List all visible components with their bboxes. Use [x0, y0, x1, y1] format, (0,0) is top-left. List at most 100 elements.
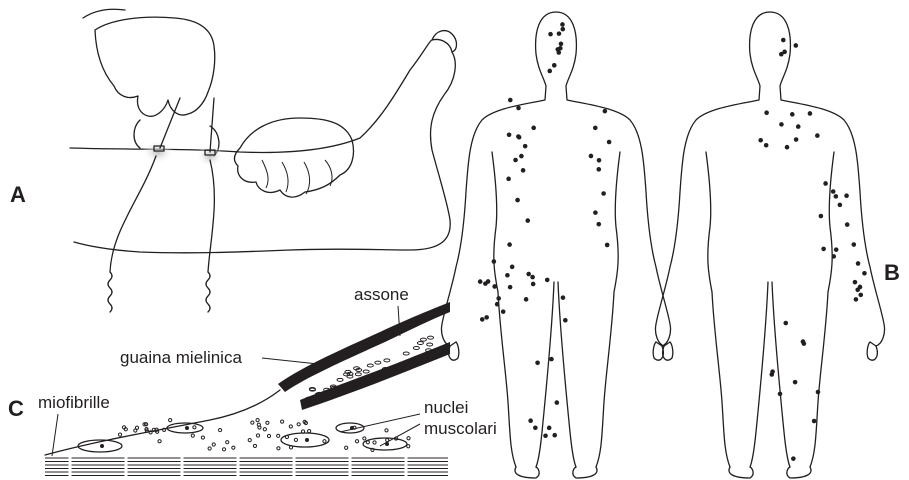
lesion-dot: [523, 144, 528, 149]
granule: [289, 425, 292, 428]
lesion-dot: [506, 177, 511, 182]
granule: [152, 428, 155, 431]
lesion-dot: [524, 297, 529, 302]
granule: [308, 430, 311, 433]
lesion-dot: [519, 154, 524, 159]
lesion-dot: [525, 218, 530, 223]
granule: [253, 444, 256, 447]
axon-vesicle: [337, 378, 343, 381]
axon-vesicle: [355, 373, 361, 376]
panel-label-b: B: [884, 260, 900, 285]
granule: [294, 438, 297, 441]
lesion-dot: [492, 259, 497, 264]
lesion-dot: [548, 32, 553, 37]
wire-1: [110, 156, 156, 272]
lesion-dot: [831, 254, 836, 259]
lesion-dot: [561, 295, 566, 300]
granule: [385, 429, 388, 432]
axon-vesicle: [384, 359, 390, 362]
axon-vesicle: [367, 364, 373, 367]
granule: [323, 440, 326, 443]
lesion-dot: [793, 380, 798, 385]
lesion-dot: [808, 111, 813, 116]
lesion-dot: [484, 315, 489, 320]
lesion-dot: [549, 357, 554, 362]
lesion-dot: [547, 426, 552, 431]
lesion-dot: [533, 426, 538, 431]
granule: [222, 448, 225, 451]
lesion-dot: [819, 214, 824, 219]
label-nuclei-line2: muscolari: [424, 419, 497, 438]
second-hand-outline: [234, 118, 353, 197]
lesion-dot: [515, 198, 520, 203]
myofibril-stripes: [45, 456, 448, 478]
granule: [266, 421, 269, 424]
lesion-dot: [507, 132, 512, 137]
axon-vesicle: [375, 361, 381, 364]
granule: [277, 434, 280, 437]
lesion-dot: [508, 98, 513, 103]
lesion-dot: [531, 126, 536, 131]
lesion-dot: [852, 242, 857, 247]
wire-coil-2: [206, 272, 210, 312]
lesion-dot: [596, 167, 601, 172]
lesion-dot: [794, 137, 799, 142]
lesion-dot: [607, 140, 612, 145]
lesion-dots-back: [758, 38, 866, 461]
lesion-dot: [495, 302, 500, 307]
lesion-dot: [516, 106, 521, 111]
granule: [371, 448, 374, 451]
lesion-dot: [862, 271, 867, 276]
label-miofibrille: miofibrille: [38, 393, 110, 412]
lesion-dot: [769, 372, 774, 377]
lesion-dot: [853, 280, 858, 285]
lesion-dot: [812, 419, 817, 424]
lesion-dot: [563, 318, 568, 323]
granule: [193, 426, 196, 429]
axon-vesicle: [428, 336, 434, 339]
granule: [289, 446, 292, 449]
panel-c-illustration: C assone guaina mielinica miofibrille nu…: [8, 285, 497, 478]
lesion-dot: [483, 281, 488, 286]
lesion-dot: [782, 50, 787, 55]
lesion-dot: [552, 63, 557, 68]
lesion-dot: [560, 27, 565, 32]
granule: [297, 423, 300, 426]
granule: [256, 419, 259, 422]
lesion-dot: [815, 133, 820, 138]
lesion-dot: [589, 154, 594, 159]
axon-vesicle: [427, 343, 433, 346]
lesion-dot: [778, 392, 783, 397]
lesion-dot: [605, 243, 610, 248]
lesion-dot: [854, 297, 859, 302]
lesion-dot: [528, 418, 533, 423]
wire-coil-1: [108, 272, 112, 312]
lesion-dot: [555, 400, 560, 405]
panel-b-illustration: B: [441, 12, 899, 478]
lesion-dot: [796, 124, 801, 129]
electrode-glow-1: [142, 140, 174, 164]
lesion-dot: [758, 138, 763, 143]
lesion-dot: [521, 168, 526, 173]
lesion-dot: [845, 222, 850, 227]
lesion-dot: [603, 109, 608, 114]
lesion-dot: [507, 242, 512, 247]
lesion-dot: [844, 193, 849, 198]
finger-pad-left: [134, 120, 140, 148]
muscle-nuclei: [78, 418, 410, 452]
lesion-dot: [823, 181, 828, 186]
axon-vesicle: [363, 370, 369, 373]
lesion-dot: [596, 222, 601, 227]
lesion-dot: [794, 43, 799, 48]
granule: [149, 431, 152, 434]
lesion-dot: [535, 360, 540, 365]
axon-vesicle: [417, 342, 423, 345]
lesion-dot: [559, 42, 564, 47]
granule: [232, 446, 235, 449]
lesion-dot: [480, 317, 485, 322]
label-assone: assone: [354, 285, 409, 304]
lesion-dot: [526, 272, 531, 277]
granule: [373, 441, 376, 444]
nucleolus: [185, 426, 189, 430]
nucleolus: [100, 444, 104, 448]
